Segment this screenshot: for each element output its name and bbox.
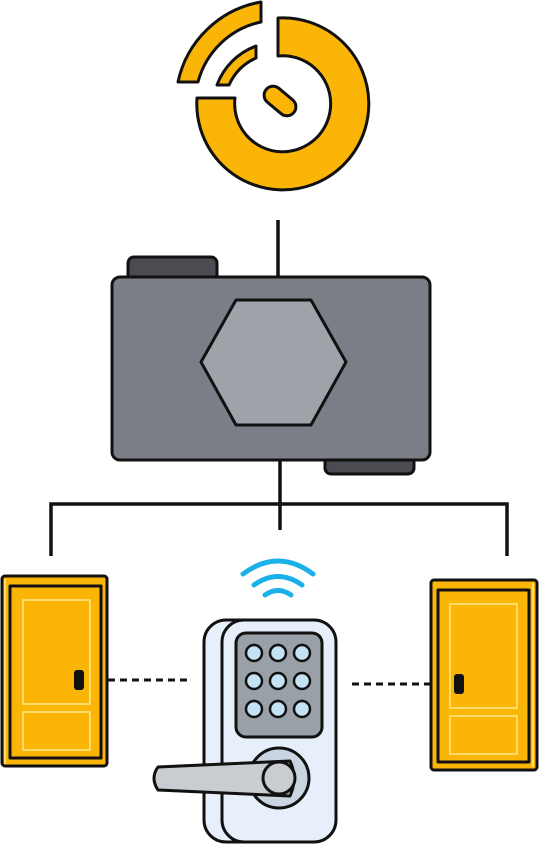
door-panel-lower bbox=[22, 711, 91, 751]
dial-center-capsule bbox=[262, 84, 298, 118]
door-left bbox=[0, 574, 109, 768]
dial-inner-arc bbox=[215, 44, 258, 87]
keypad-button bbox=[292, 671, 312, 691]
keypad-button bbox=[268, 699, 288, 719]
keypad-button bbox=[292, 699, 312, 719]
keypad-button bbox=[292, 643, 312, 663]
dial-outer-ring bbox=[195, 16, 371, 192]
door-handle bbox=[454, 674, 464, 694]
smart-home-hub-icon bbox=[110, 255, 432, 476]
door-icon bbox=[0, 574, 109, 768]
keypad-button bbox=[268, 643, 288, 663]
door-panel-upper bbox=[449, 603, 518, 709]
connector-branch-bar bbox=[49, 502, 509, 556]
wifi-arc-outer bbox=[240, 558, 316, 577]
door-panel-lower bbox=[449, 715, 518, 755]
keypad-button bbox=[244, 643, 264, 663]
door-handle bbox=[74, 670, 84, 690]
door-icon bbox=[429, 578, 539, 772]
keypad-button bbox=[244, 699, 264, 719]
smart-keypad-lock-icon bbox=[152, 618, 338, 844]
door-panel-upper bbox=[22, 599, 91, 705]
door-leaf bbox=[436, 588, 531, 764]
wifi-arc-inner bbox=[262, 588, 294, 598]
keypad-button bbox=[244, 671, 264, 691]
door-right bbox=[429, 578, 539, 772]
keypad-buttons bbox=[244, 643, 312, 719]
hub-hexagon bbox=[199, 298, 348, 427]
lock-lever-hub bbox=[261, 760, 297, 796]
door-leaf bbox=[8, 584, 103, 760]
wifi-arc-middle bbox=[251, 574, 305, 588]
dial-outer-arc bbox=[176, 0, 263, 84]
smart-security-dial-icon bbox=[176, 0, 371, 192]
keypad-button bbox=[268, 671, 288, 691]
wifi-icon bbox=[240, 558, 316, 598]
